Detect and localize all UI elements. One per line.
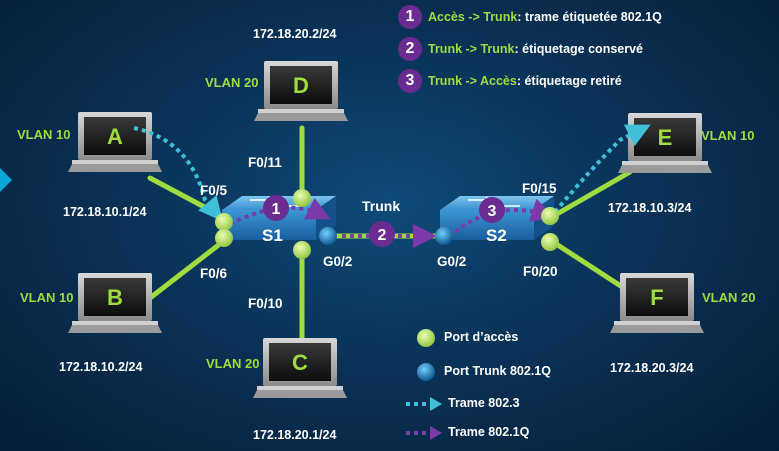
port-label-s1-f010: F0/10 xyxy=(248,296,283,311)
frame-8023-path-e xyxy=(553,124,651,214)
laptop-f: F xyxy=(610,273,704,333)
laptop-d-letter: D xyxy=(293,73,309,98)
legend-8021q-arrow-icon xyxy=(430,426,442,440)
step-marker-1-label: 1 xyxy=(272,201,281,218)
step-2-path: Trunk -> Trunk xyxy=(428,42,515,56)
step-3-desc: : étiquetage retiré xyxy=(516,74,622,88)
legend-8023-arrow-icon xyxy=(430,397,442,411)
host-a-ip: 172.18.10.1/24 xyxy=(63,205,147,219)
step-1: 1 Accès -> Trunk : trame étiquetée 802.1… xyxy=(398,5,662,29)
step-marker-2: 2 xyxy=(369,221,395,247)
switch-s2-label: S2 xyxy=(486,226,507,245)
host-d-ip: 172.18.20.2/24 xyxy=(253,27,337,41)
laptop-f-letter: F xyxy=(650,285,663,310)
legend-access-port-icon xyxy=(417,329,435,347)
host-f-vlan: VLAN 20 xyxy=(702,290,756,305)
switch-s1-label: S1 xyxy=(262,226,283,245)
step-1-badge: 1 xyxy=(398,5,422,29)
step-2-desc: : étiquetage conservé xyxy=(514,42,643,56)
step-3-path: Trunk -> Accès xyxy=(428,74,517,88)
legend-access-port-label: Port d’accès xyxy=(444,330,519,344)
laptop-c-letter: C xyxy=(292,350,308,375)
legend-8021q-label: Trame 802.1Q xyxy=(448,425,530,439)
ports xyxy=(215,189,559,259)
port-label-s1-f011: F0/11 xyxy=(248,155,282,170)
port-s1-g02 xyxy=(319,227,337,245)
step-3-badge: 3 xyxy=(398,69,422,93)
host-f-ip: 172.18.20.3/24 xyxy=(610,361,694,375)
laptop-d: D xyxy=(254,61,348,121)
port-label-s1-f06: F0/6 xyxy=(200,266,228,281)
host-c-vlan: VLAN 20 xyxy=(206,356,260,371)
port-label-s2-f015: F0/15 xyxy=(522,181,557,196)
step-marker-1: 1 xyxy=(263,195,289,221)
left-chevron-icon xyxy=(0,168,12,192)
legend-8023-label: Trame 802.3 xyxy=(448,396,520,410)
host-e-vlan: VLAN 10 xyxy=(701,128,755,143)
link-s2-e xyxy=(547,169,633,221)
port-s1-f011 xyxy=(293,189,311,207)
step-3: 3 Trunk -> Accès : étiquetage retiré xyxy=(398,69,622,93)
host-c-ip: 172.18.20.1/24 xyxy=(253,428,337,442)
port-s1-f06 xyxy=(215,229,233,247)
step-2: 2 Trunk -> Trunk : étiquetage conservé xyxy=(398,37,643,61)
step-1-desc: : trame étiquetée 802.1Q xyxy=(517,10,662,24)
port-label-s1-f05: F0/5 xyxy=(200,183,228,198)
host-a-vlan: VLAN 10 xyxy=(17,127,71,142)
port-s2-f015 xyxy=(541,207,559,225)
port-label-s1-g02: G0/2 xyxy=(323,254,353,269)
laptop-c: C xyxy=(253,338,347,398)
host-e-ip: 172.18.10.3/24 xyxy=(608,201,692,215)
laptop-b: B xyxy=(68,273,162,333)
laptop-b-letter: B xyxy=(107,285,123,310)
step-2-badge: 2 xyxy=(398,37,422,61)
step-marker-3: 3 xyxy=(479,197,505,223)
link-s2-f xyxy=(547,237,633,295)
step-marker-3-label: 3 xyxy=(488,203,497,220)
step-1-path: Accès -> Trunk xyxy=(428,10,518,24)
port-s1-f05 xyxy=(215,213,233,231)
host-b-vlan: VLAN 10 xyxy=(20,290,74,305)
host-d-vlan: VLAN 20 xyxy=(205,75,259,90)
frame-8021q-path-s2 xyxy=(453,198,556,234)
laptop-e-letter: E xyxy=(658,125,673,150)
host-b-ip: 172.18.10.2/24 xyxy=(59,360,143,374)
port-s2-f020 xyxy=(541,233,559,251)
frame-8023-path-a xyxy=(133,126,223,222)
step-marker-2-label: 2 xyxy=(378,227,387,244)
port-label-s2-f020: F0/20 xyxy=(523,264,558,279)
legend-trunk-port-label: Port Trunk 802.1Q xyxy=(444,364,551,378)
legend-trunk-port-icon xyxy=(417,363,435,381)
laptop-e: E xyxy=(618,113,712,173)
link-b-s1 xyxy=(147,237,228,301)
port-label-s2-g02: G0/2 xyxy=(437,254,467,269)
trunk-label: Trunk xyxy=(362,198,401,214)
port-s1-f010 xyxy=(293,241,311,259)
laptop-a: A xyxy=(68,112,162,172)
port-s2-g02 xyxy=(435,227,453,245)
laptop-a-letter: A xyxy=(107,124,123,149)
